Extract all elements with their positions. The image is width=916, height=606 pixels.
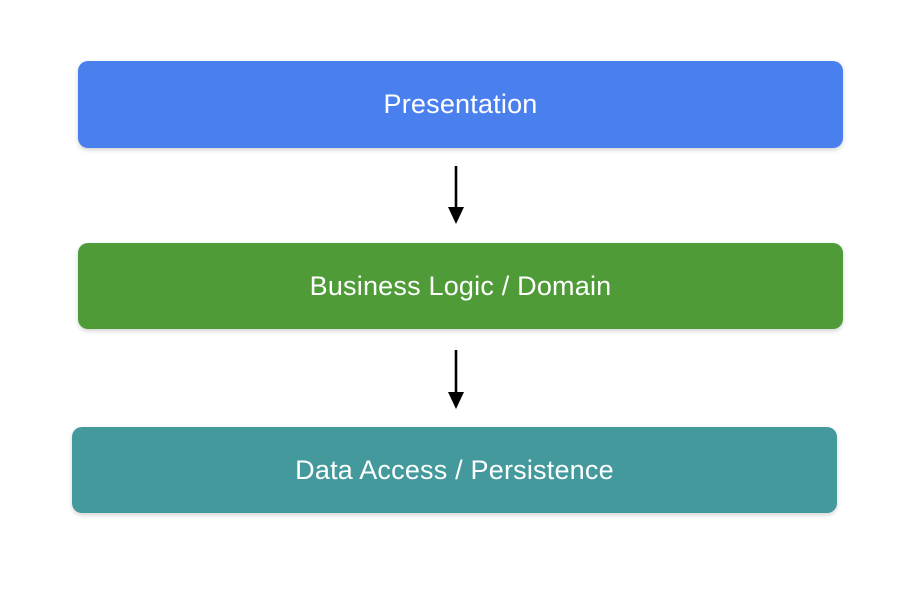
node-business-logic: Business Logic / Domain [78, 243, 843, 329]
node-presentation: Presentation [78, 61, 843, 148]
node-data-access: Data Access / Persistence [72, 427, 837, 513]
down-arrow-icon [448, 350, 464, 409]
node-presentation-label: Presentation [383, 89, 538, 119]
down-arrow-icon [448, 166, 464, 224]
node-business-logic-label: Business Logic / Domain [309, 270, 612, 301]
node-data-access-label: Data Access / Persistence [295, 454, 614, 485]
